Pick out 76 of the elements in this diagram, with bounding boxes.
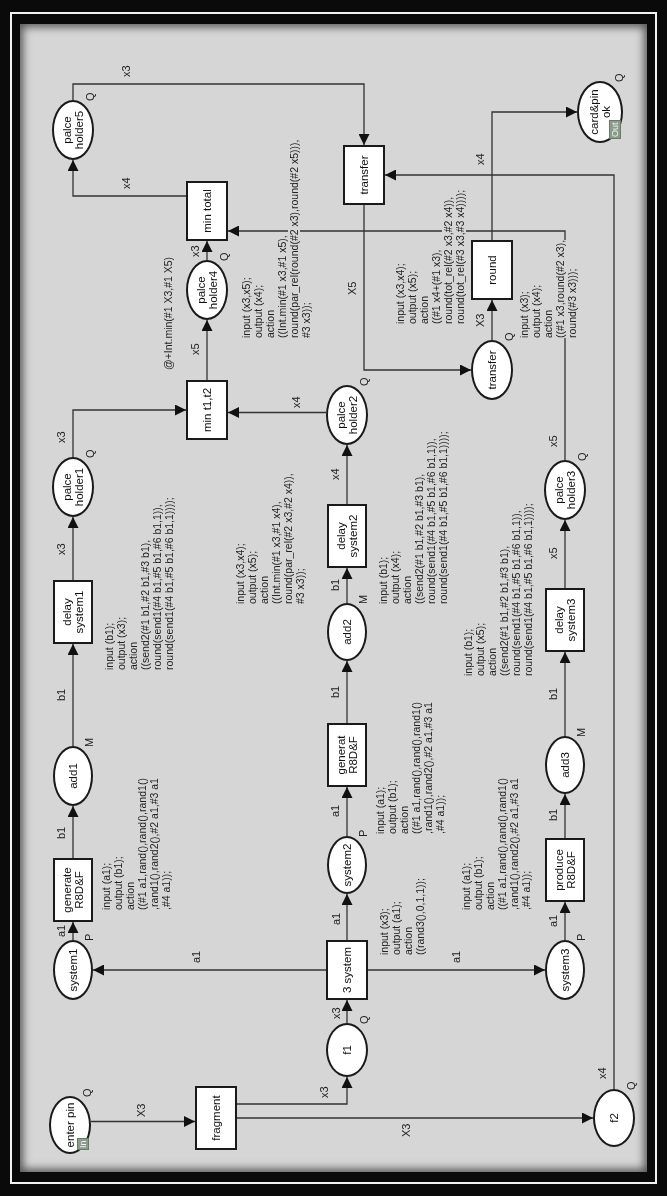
marking-label: M (357, 594, 369, 604)
transition-box: fragment (195, 1086, 237, 1150)
arc-arrow (92, 964, 327, 976)
transition-box: min total (186, 181, 228, 241)
marking-label: M (575, 727, 587, 737)
edge-label: x3 (55, 430, 67, 444)
marking-label: Q (503, 332, 515, 341)
arc-arrow (72, 83, 370, 146)
marking-label: Q (218, 252, 230, 261)
edge-label: x3 (120, 64, 132, 78)
time-inscription: @+Int.min(#1 X3,#1 X5) (162, 256, 174, 370)
arc-arrow (67, 516, 79, 581)
edge-label: x4 (596, 1066, 608, 1080)
edge-label: x3 (189, 244, 201, 258)
arc-arrow (367, 964, 546, 976)
arc-arrow (559, 793, 571, 839)
port-tag: In (77, 1138, 89, 1150)
edge-label: x4 (290, 395, 302, 409)
transition-box: round (471, 240, 513, 300)
transition-box: 3 system (326, 940, 368, 1000)
edge-label: x3 (318, 1085, 330, 1099)
marking-label: Q (358, 377, 370, 386)
arc-arrow (67, 643, 79, 747)
transition-box: delay system2 (327, 504, 367, 568)
transition-box: generat R8D&F (327, 723, 367, 787)
marking-label: Q (576, 452, 588, 461)
arc-arrow (201, 240, 213, 261)
place-label: enter pin (64, 1102, 76, 1148)
arc-arrow (341, 660, 353, 724)
edge-label: x4 (120, 176, 132, 190)
transition-box: delay system1 (53, 580, 93, 644)
arc-arrow (67, 921, 79, 941)
arc-arrow (67, 159, 187, 197)
transition-box: produce R8D&F (545, 838, 585, 902)
transition-box: generate R8D&F (53, 858, 93, 922)
marking-label: Q (84, 92, 96, 101)
place-label: card&pin ok (588, 88, 612, 137)
transition-box: transfer (343, 145, 385, 205)
arc-arrow (341, 444, 353, 505)
transition-box: delay system3 (545, 588, 585, 652)
marking-label: P (575, 933, 587, 941)
arc-arrow (559, 651, 571, 737)
arc-arrow (201, 319, 213, 381)
port-tag: Out (609, 120, 621, 139)
arc-arrow (227, 407, 327, 418)
edge-label: x5 (189, 342, 201, 356)
marking-label: Q (625, 1081, 637, 1090)
marking-label: P (83, 933, 95, 941)
arc-arrow (72, 404, 187, 458)
arc-arrow (384, 169, 615, 1090)
arc-arrow (491, 106, 578, 241)
arc-arrow (341, 567, 353, 604)
arc-arrow (236, 1076, 353, 1105)
edge-label: x3 (330, 1006, 342, 1020)
arc-arrow (559, 901, 571, 941)
marking-label: Q (84, 449, 96, 458)
transition-box: min t1,t2 (186, 380, 228, 440)
edge-label: x4 (329, 467, 341, 481)
marking-label: Q (613, 73, 625, 82)
arc-arrow (341, 893, 353, 941)
marking-label: M (83, 737, 95, 747)
marking-label: P (357, 829, 369, 837)
arc-arrow (67, 805, 79, 859)
arc-arrow (90, 1116, 196, 1127)
arc-arrow (341, 999, 353, 1024)
edge-label: x4 (474, 152, 486, 166)
edge-label: x3 (55, 542, 67, 556)
marking-label: Q (81, 1088, 93, 1097)
arc-arrow (341, 786, 353, 837)
arc-arrow (236, 1112, 594, 1124)
marking-label: Q (358, 1015, 370, 1024)
arc-arrow (559, 519, 571, 589)
arc-arrow (363, 204, 472, 376)
edge-label: x5 (547, 434, 559, 448)
arc-arrow (486, 299, 498, 341)
edge-label: x5 (547, 546, 559, 560)
